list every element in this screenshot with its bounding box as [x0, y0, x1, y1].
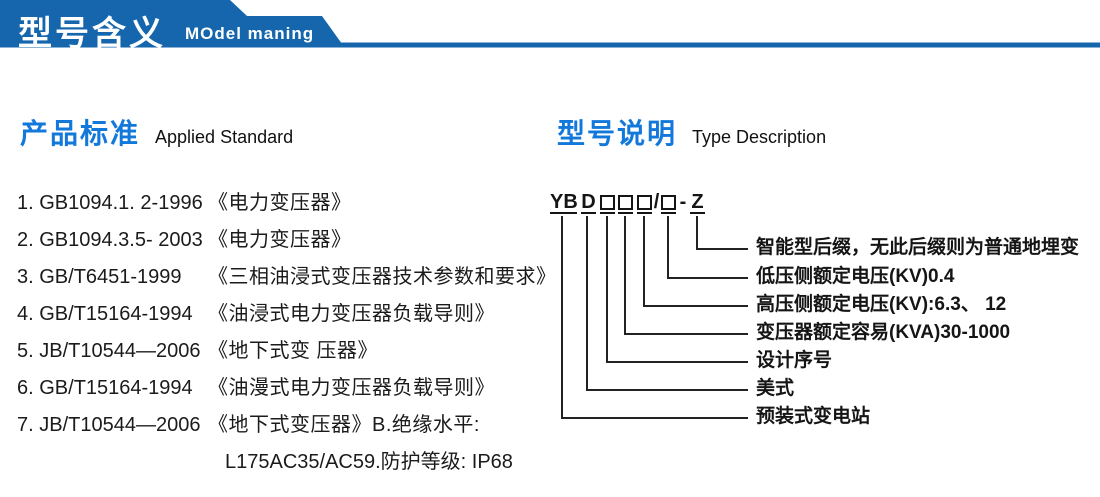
standard-title: 《油漫式电力变压器负载导则》	[208, 377, 495, 399]
standard-title: 《地下式变压器》B.绝缘水平:	[208, 414, 480, 436]
standard-item: 5. JB/T10544—2006 《地下式变 压器》	[17, 333, 557, 370]
page-title: 型号含义	[18, 15, 166, 53]
model-segment-d: D	[581, 191, 596, 214]
model-dash: -	[679, 191, 687, 213]
connector-line-box1	[606, 216, 748, 363]
connector-line-z	[696, 216, 748, 250]
standard-code: 1. GB1094.1. 2-1996	[17, 192, 203, 214]
standard-item: 1. GB1094.1. 2-1996 《电力变压器》	[17, 185, 557, 222]
type-description-heading-cn: 型号说明	[557, 118, 678, 149]
standard-title: 《电力变压器》	[208, 192, 352, 214]
standards-heading-en: Applied Standard	[155, 127, 294, 147]
standard-item: 3. GB/T6451-1999 《三相油浸式变压器技术参数和要求》	[17, 259, 557, 296]
type-description-heading-en: Type Description	[692, 127, 827, 147]
standard-title: 《三相油浸式变压器技术参数和要求》	[208, 266, 557, 288]
diagram-label-capacity: 变压器额定容易(KVA)30-1000	[756, 322, 1011, 343]
model-slash: /	[653, 191, 660, 213]
standard-title: 《地下式变 压器》	[208, 340, 379, 362]
connector-line-box3	[643, 216, 748, 307]
model-segment-z: Z	[690, 191, 705, 214]
standard-code: 3. GB/T6451-1999	[17, 266, 182, 288]
standard-code: 2. GB1094.3.5- 2003	[17, 229, 203, 251]
standard-item-continuation: L175AC35/AC59.防护等级: IP68	[225, 451, 513, 473]
model-box-lv	[661, 192, 676, 214]
standard-item: 6. GB/T15164-1994 《油漫式电力变压器负载导则》	[17, 370, 557, 407]
box-icon	[600, 195, 615, 210]
diagram-label-prefab-substation: 预装式变电站	[756, 406, 871, 427]
standard-item: 2. GB1094.3.5- 2003 《电力变压器》	[17, 222, 557, 259]
standard-code: 7. JB/T10544—2006	[17, 414, 201, 436]
connector-line-box4	[667, 216, 748, 279]
standard-code: 4. GB/T15164-1994	[17, 303, 193, 325]
standard-code: 5. JB/T10544—2006	[17, 340, 201, 362]
model-box-hv	[637, 192, 652, 214]
box-icon	[661, 195, 676, 210]
model-box-design	[600, 192, 615, 214]
connector-line-yb	[561, 216, 748, 419]
standard-title: 《电力变压器》	[208, 229, 352, 251]
model-segment-yb: YB	[550, 191, 578, 214]
diagram-label-design-number: 设计序号	[756, 350, 833, 371]
standard-title: 《油浸式电力变压器负载导则》	[208, 303, 495, 325]
standards-list: 1. GB1094.1. 2-1996 《电力变压器》 2. GB1094.3.…	[17, 185, 557, 481]
type-description-heading: 型号说明 Type Description	[557, 112, 826, 152]
standard-item: 4. GB/T15164-1994 《油浸式电力变压器负载导则》	[17, 296, 557, 333]
diagram-label-hv-voltage: 高压侧额定电压(KV):6.3、 12	[756, 294, 1007, 315]
standards-heading-cn: 产品标准	[20, 118, 141, 149]
standard-code: 6. GB/T15164-1994	[17, 377, 193, 399]
connector-line-box2	[624, 216, 748, 335]
standards-heading: 产品标准 Applied Standard	[20, 112, 293, 152]
box-icon	[618, 195, 633, 210]
connector-line-d	[586, 216, 748, 391]
standard-item: 7. JB/T10544—2006 《地下式变压器》B.绝缘水平:	[17, 407, 557, 444]
diagram-label-lv-voltage: 低压侧额定电压(KV)0.4	[756, 266, 955, 287]
diagram-label-american-style: 美式	[756, 378, 795, 399]
model-box-capacity	[618, 192, 633, 214]
page-subtitle: MOdel maning	[185, 24, 315, 43]
box-icon	[637, 195, 652, 210]
diagram-label-suffix: 智能型后缀，无此后缀则为普通地埋变	[756, 237, 1080, 258]
